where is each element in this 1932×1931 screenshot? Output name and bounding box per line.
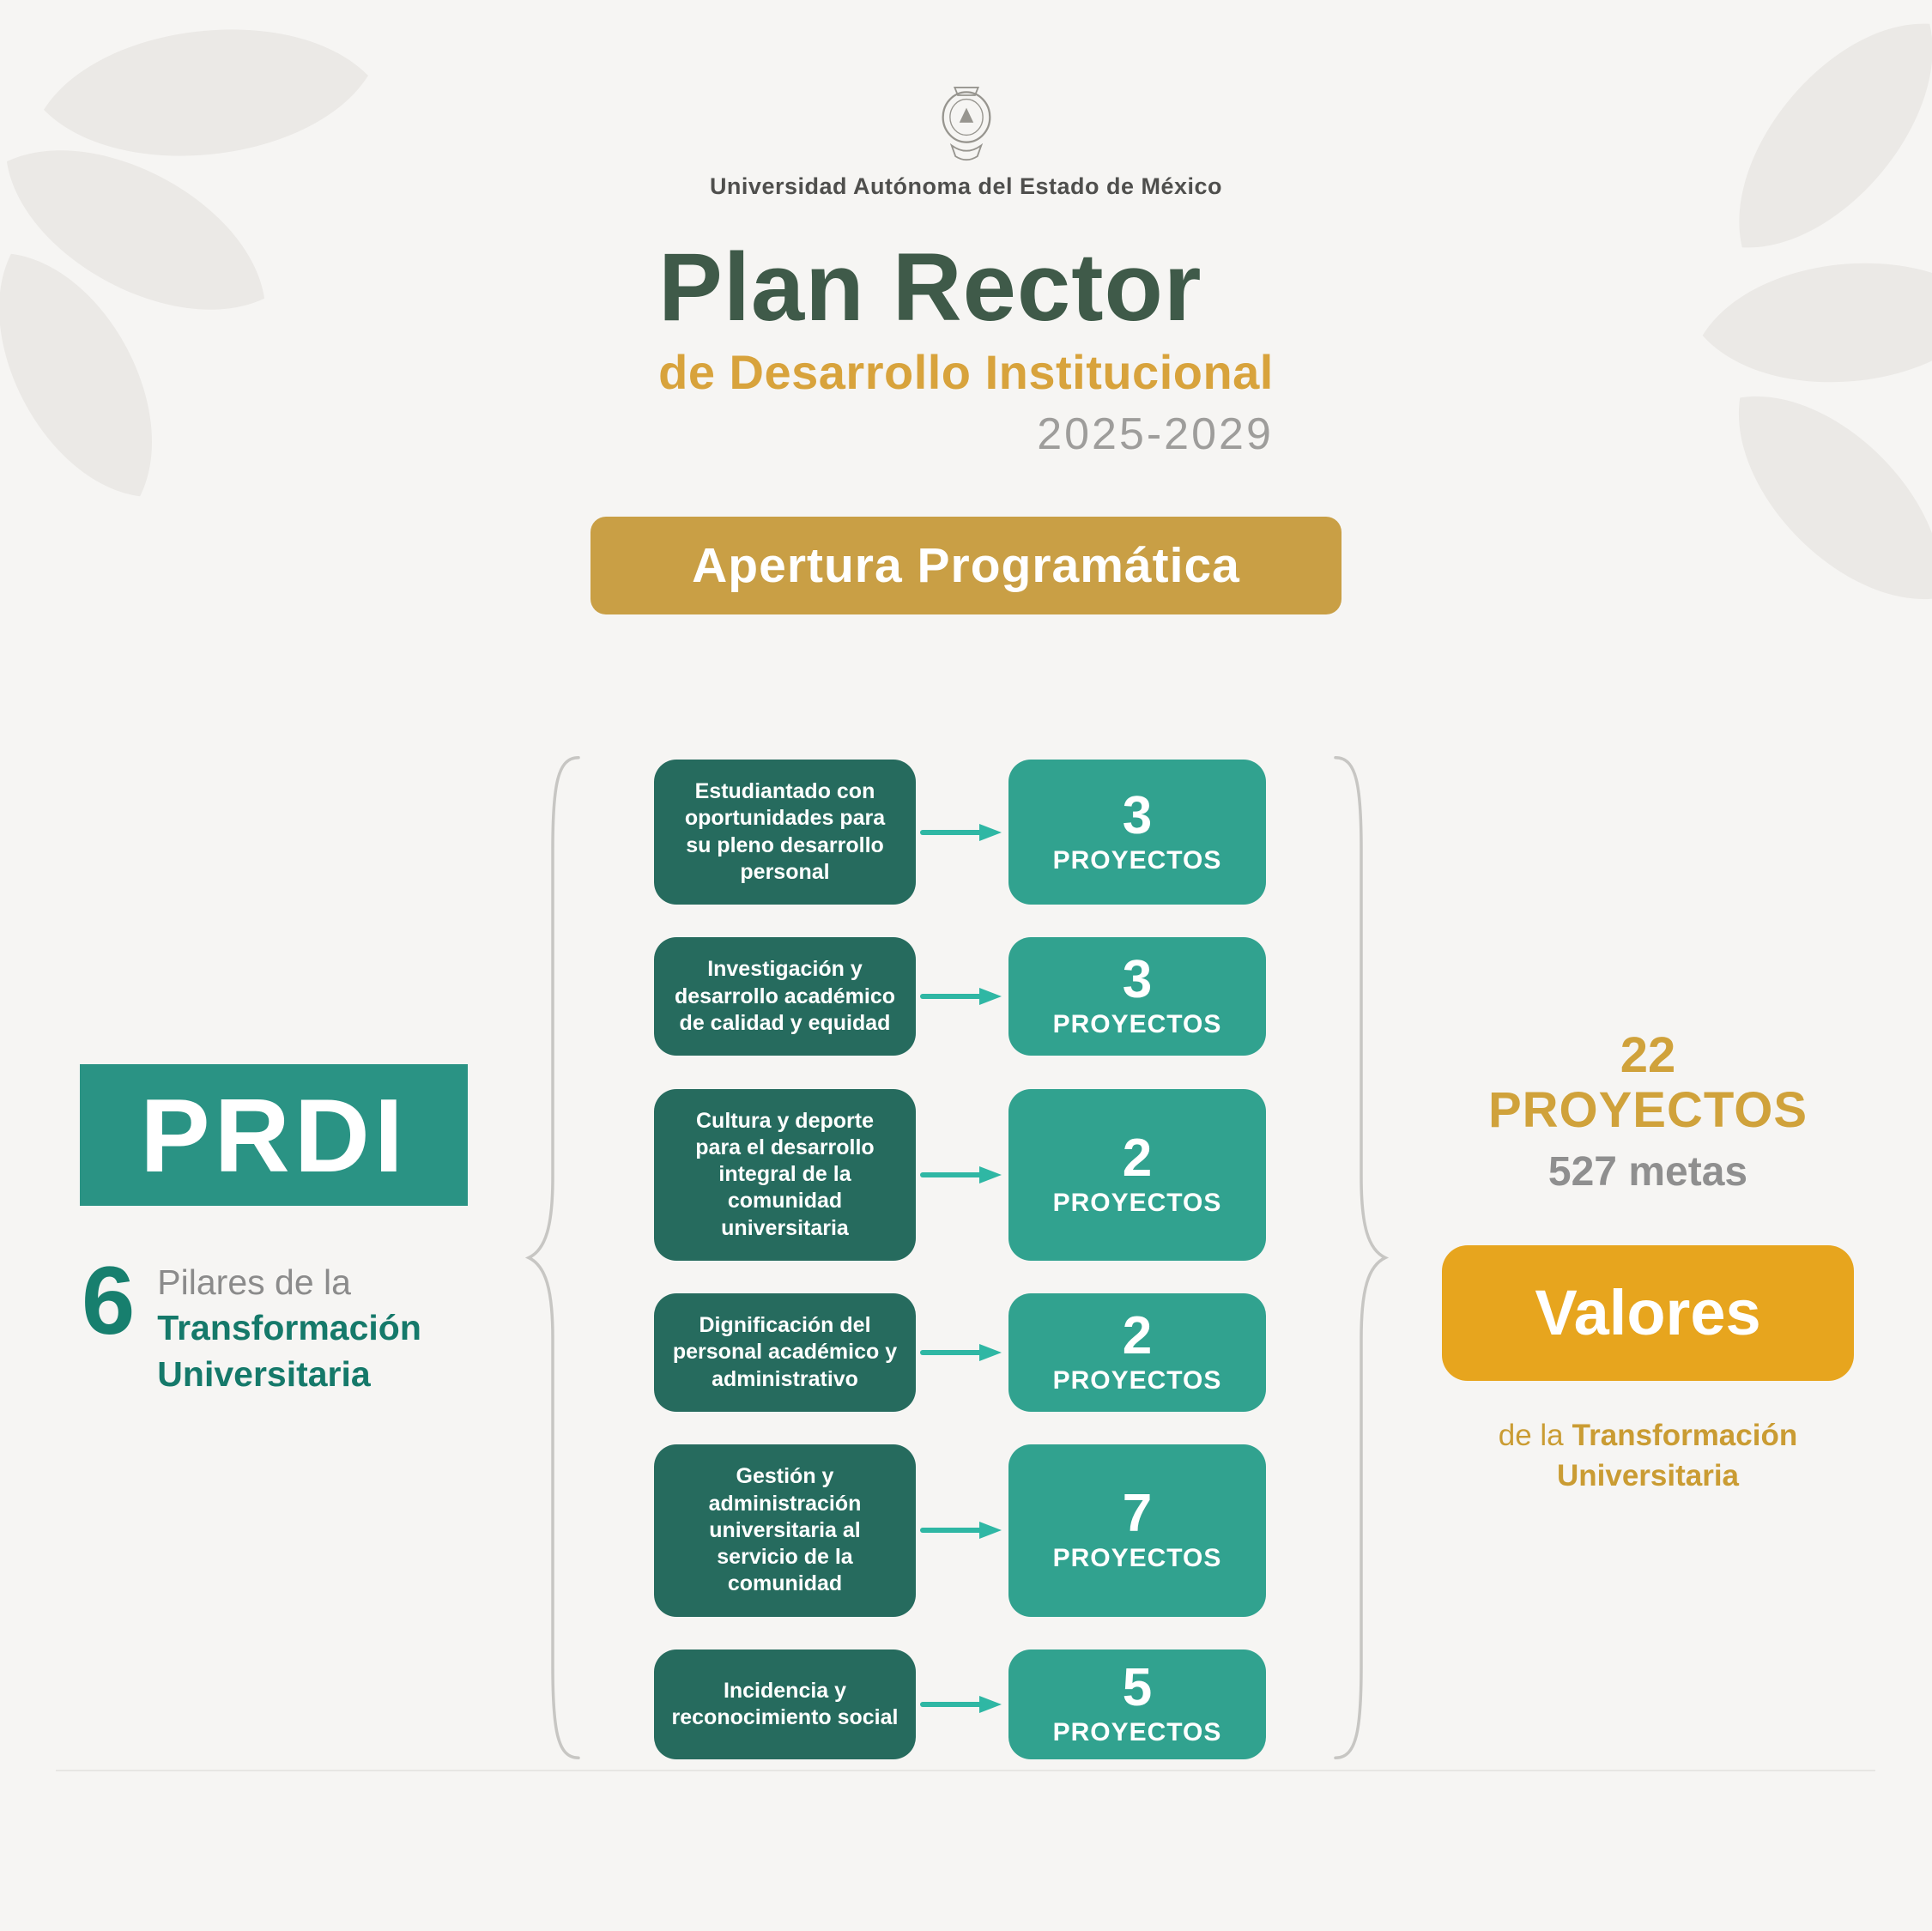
pillar-count: 6 [82, 1247, 136, 1354]
arrow-right-icon [916, 1089, 1008, 1261]
project-count: 7 [1122, 1484, 1153, 1544]
total-projects-label: PROYECTOS [1487, 1081, 1808, 1138]
projects-label: PROYECTOS [1052, 1010, 1222, 1039]
valores-caption-plain: de la [1498, 1418, 1564, 1452]
projects-label: PROYECTOS [1052, 1366, 1222, 1395]
pillar-label: Dignificación del personal académico y a… [672, 1313, 898, 1391]
valores-button: Valores [1442, 1244, 1854, 1381]
pillar-box: Dignificación del personal académico y a… [654, 1293, 916, 1412]
pillar-box: Investigación y desarrollo académico de … [654, 937, 916, 1056]
arrow-right-icon [916, 1650, 1008, 1759]
projects-label: PROYECTOS [1052, 1717, 1222, 1746]
apertura-programatica-banner: Apertura Programática [591, 517, 1341, 614]
leaf-icon [44, 29, 368, 156]
project-count-box: 2 PROYECTOS [1008, 1293, 1266, 1412]
leaf-icon [1739, 23, 1932, 248]
university-crest-logo [942, 87, 990, 161]
header: Universidad Autónoma del Estado de Méxic… [0, 82, 1932, 614]
pillar-row: Dignificación del personal académico y a… [654, 1293, 1268, 1412]
leaf-icon [6, 150, 265, 310]
pillar-row: Gestión y administración universitaria a… [654, 1444, 1268, 1617]
pillar-box: Cultura y deporte para el desarrollo int… [654, 1088, 916, 1261]
pillar-label: Incidencia y reconocimiento social [671, 1678, 899, 1729]
page-title: Plan Rector [658, 233, 1202, 341]
prdi-caption: 6 Pilares de la Transformación Universit… [82, 1253, 440, 1397]
project-count: 5 [1122, 1657, 1153, 1717]
pillar-row: Investigación y desarrollo académico de … [654, 937, 1268, 1056]
arrow-right-icon [916, 1444, 1008, 1616]
pillar-row: Cultura y deporte para el desarrollo int… [654, 1088, 1268, 1261]
bottom-divider [56, 1770, 1875, 1771]
project-count: 3 [1122, 785, 1153, 845]
arrow-right-icon [916, 937, 1008, 1056]
pillar-row: Incidencia y reconocimiento social 5 PRO… [654, 1649, 1268, 1759]
title-block: Plan Rector de Desarrollo Institucional … [658, 239, 1274, 460]
projects-label: PROYECTOS [1052, 1188, 1222, 1217]
pillar-box: Gestión y administración universitaria a… [654, 1444, 916, 1617]
pillar-rows: Estudiantado con oportunidades para su p… [654, 760, 1268, 1759]
plan-years: 2025-2029 [1037, 409, 1274, 459]
university-name: Universidad Autónoma del Estado de Méxic… [709, 173, 1223, 199]
caption-bold: Transformación Universitaria [157, 1308, 421, 1394]
page-subtitle: de Desarrollo Institucional [658, 345, 1274, 399]
leaf-icon [1738, 396, 1932, 600]
project-count-box: 3 PROYECTOS [1008, 937, 1266, 1056]
project-count-box: 5 PROYECTOS [1008, 1649, 1266, 1759]
total-projects-count: 22 [1620, 1027, 1676, 1083]
pillar-label: Gestión y administración universitaria a… [708, 1464, 862, 1596]
metas-count: 527 metas [1547, 1148, 1748, 1195]
project-count: 3 [1122, 950, 1153, 1010]
project-count-box: 7 PROYECTOS [1008, 1444, 1266, 1617]
pillar-label: Cultura y deporte para el desarrollo int… [695, 1108, 875, 1240]
pillar-box: Estudiantado con oportunidades para su p… [654, 760, 916, 905]
pillar-box: Incidencia y reconocimiento social [654, 1649, 916, 1759]
caption-plain: Pilares de la [157, 1262, 351, 1302]
pillar-row: Estudiantado con oportunidades para su p… [654, 760, 1268, 905]
projects-label: PROYECTOS [1052, 1544, 1222, 1573]
arrow-right-icon [916, 760, 1008, 905]
project-count: 2 [1122, 1128, 1153, 1188]
leaf-icon [0, 253, 152, 497]
pillar-label: Estudiantado con oportunidades para su p… [684, 779, 886, 884]
leaf-icon [1702, 263, 1932, 383]
project-count: 2 [1122, 1306, 1153, 1366]
project-count-box: 3 PROYECTOS [1008, 760, 1266, 905]
valores-caption-bold: Transformación Universitaria [1556, 1418, 1798, 1492]
project-count-box: 2 PROYECTOS [1008, 1088, 1266, 1261]
arrow-right-icon [916, 1293, 1008, 1412]
prdi-banner: PRDI [80, 1064, 468, 1206]
left-curly-brace [522, 754, 591, 1762]
right-curly-brace [1323, 754, 1392, 1762]
pillar-count-caption: Pilares de la Transformación Universitar… [157, 1253, 440, 1397]
projects-label: PROYECTOS [1052, 845, 1222, 875]
pillar-label: Investigación y desarrollo académico de … [674, 957, 896, 1035]
